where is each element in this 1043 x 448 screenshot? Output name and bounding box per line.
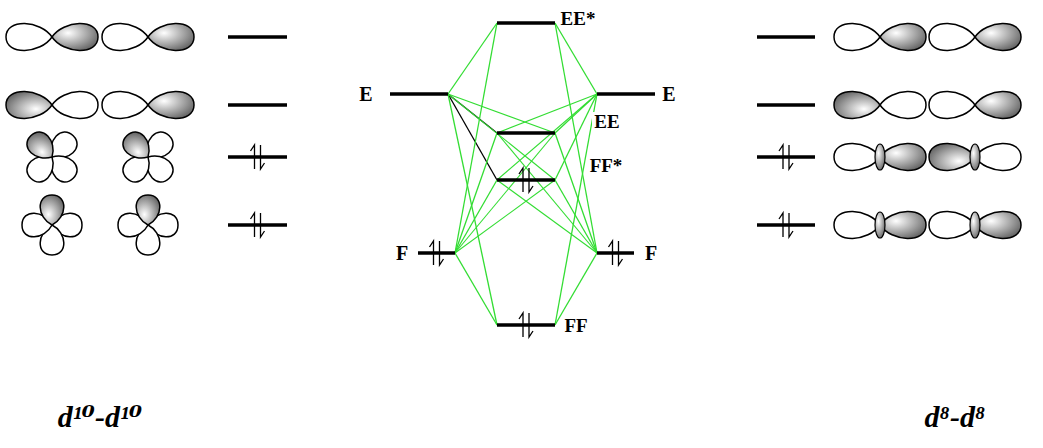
correlation-lines bbox=[448, 23, 597, 325]
energy-level bbox=[757, 35, 815, 39]
electron-pair bbox=[609, 241, 623, 265]
electron-pair bbox=[251, 145, 265, 169]
orbital-ring bbox=[970, 144, 980, 170]
orbital-lobe bbox=[975, 92, 1021, 119]
orbital-lobe bbox=[22, 127, 60, 165]
orbital-ring bbox=[970, 212, 980, 238]
orbital-lobe bbox=[136, 195, 160, 225]
level-label: F bbox=[643, 242, 659, 264]
orbital-lobe bbox=[880, 24, 926, 51]
energy-level bbox=[597, 92, 655, 96]
energy-level bbox=[497, 21, 555, 25]
configuration-label: d¹⁰-d¹⁰ bbox=[56, 400, 144, 433]
orbital-lobe bbox=[102, 24, 148, 51]
energy-level bbox=[228, 35, 287, 39]
orbital-lobe bbox=[975, 24, 1021, 51]
level-label: E bbox=[357, 83, 374, 105]
orbital-lobe bbox=[880, 92, 926, 119]
level-label: FF* bbox=[588, 156, 625, 177]
orbital-ring bbox=[875, 212, 885, 238]
orbital-lobe bbox=[880, 212, 926, 239]
orbital-lobe bbox=[40, 195, 64, 225]
orbital-lobe bbox=[834, 24, 880, 51]
orbital-ring bbox=[875, 144, 885, 170]
orbital-lobe bbox=[148, 92, 194, 119]
level-label: EE* bbox=[559, 9, 598, 30]
orbital-lobe bbox=[6, 24, 52, 51]
electron-pair bbox=[519, 313, 533, 337]
energy-level bbox=[757, 103, 815, 107]
energy-levels bbox=[228, 23, 815, 337]
energy-level bbox=[497, 323, 555, 327]
energy-level bbox=[497, 131, 555, 135]
energy-level bbox=[418, 251, 455, 255]
orbital-lobe bbox=[102, 92, 148, 119]
orbital-lobe bbox=[834, 212, 880, 239]
electron-pair bbox=[430, 241, 444, 265]
level-label: EE bbox=[592, 112, 621, 133]
orbital-lobe bbox=[929, 212, 975, 239]
electron-pair bbox=[779, 213, 793, 237]
energy-level bbox=[228, 155, 287, 159]
configuration-label: d⁸-d⁸ bbox=[923, 400, 988, 433]
orbital-lobe bbox=[148, 24, 194, 51]
orbital-lobe bbox=[929, 24, 975, 51]
orbital-lobe bbox=[118, 127, 156, 165]
orbital-lobe bbox=[975, 212, 1021, 239]
electron-pair bbox=[519, 168, 533, 192]
electron-pair bbox=[251, 213, 265, 237]
orbital-lobe bbox=[834, 144, 880, 171]
energy-level bbox=[497, 178, 555, 182]
level-label: F bbox=[394, 242, 410, 264]
energy-level bbox=[390, 92, 448, 96]
energy-level bbox=[597, 251, 634, 255]
level-label: FF bbox=[562, 316, 589, 337]
energy-level bbox=[228, 103, 287, 107]
orbital-lobe bbox=[6, 92, 52, 119]
energy-level bbox=[757, 155, 815, 159]
orbital-lobe bbox=[975, 144, 1021, 171]
energy-level bbox=[757, 223, 815, 227]
orbital-lobe bbox=[929, 92, 975, 119]
level-label: E bbox=[660, 83, 677, 105]
electron-pair bbox=[779, 145, 793, 169]
orbital-drawings bbox=[6, 23, 1021, 337]
orbital-lobe bbox=[52, 24, 98, 51]
orbital-lobe bbox=[880, 144, 926, 171]
orbital-lobe bbox=[929, 144, 975, 171]
orbital-lobe bbox=[834, 92, 880, 119]
energy-level bbox=[228, 223, 287, 227]
orbital-lobe bbox=[52, 92, 98, 119]
